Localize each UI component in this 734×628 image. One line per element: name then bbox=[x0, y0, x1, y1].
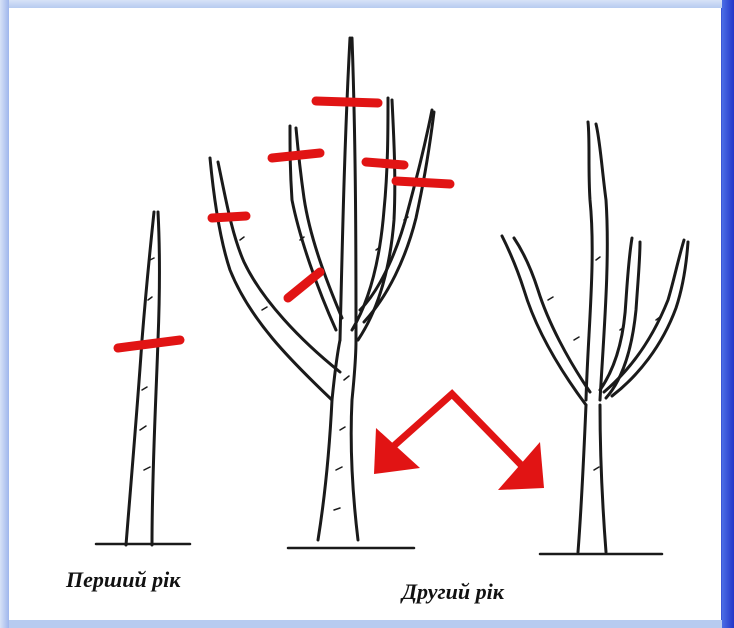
tree-second-year-after bbox=[502, 122, 688, 554]
caption-second-year: Другий рік bbox=[402, 579, 504, 605]
cut-mark-first-year bbox=[118, 340, 180, 348]
tree-first-year bbox=[96, 212, 190, 545]
cut-marks bbox=[118, 101, 450, 348]
cut-mark-far-right bbox=[396, 181, 450, 184]
cut-mark-right bbox=[366, 162, 404, 165]
cut-mark-leader bbox=[316, 101, 378, 103]
bidirectional-arrow-icon bbox=[374, 394, 544, 490]
cut-mark-left bbox=[212, 216, 246, 218]
cut-mark-mid-left bbox=[272, 153, 320, 158]
caption-first-year: Перший рік bbox=[66, 567, 180, 593]
tree-second-year-before bbox=[210, 38, 434, 548]
cut-mark-lower bbox=[288, 272, 320, 298]
